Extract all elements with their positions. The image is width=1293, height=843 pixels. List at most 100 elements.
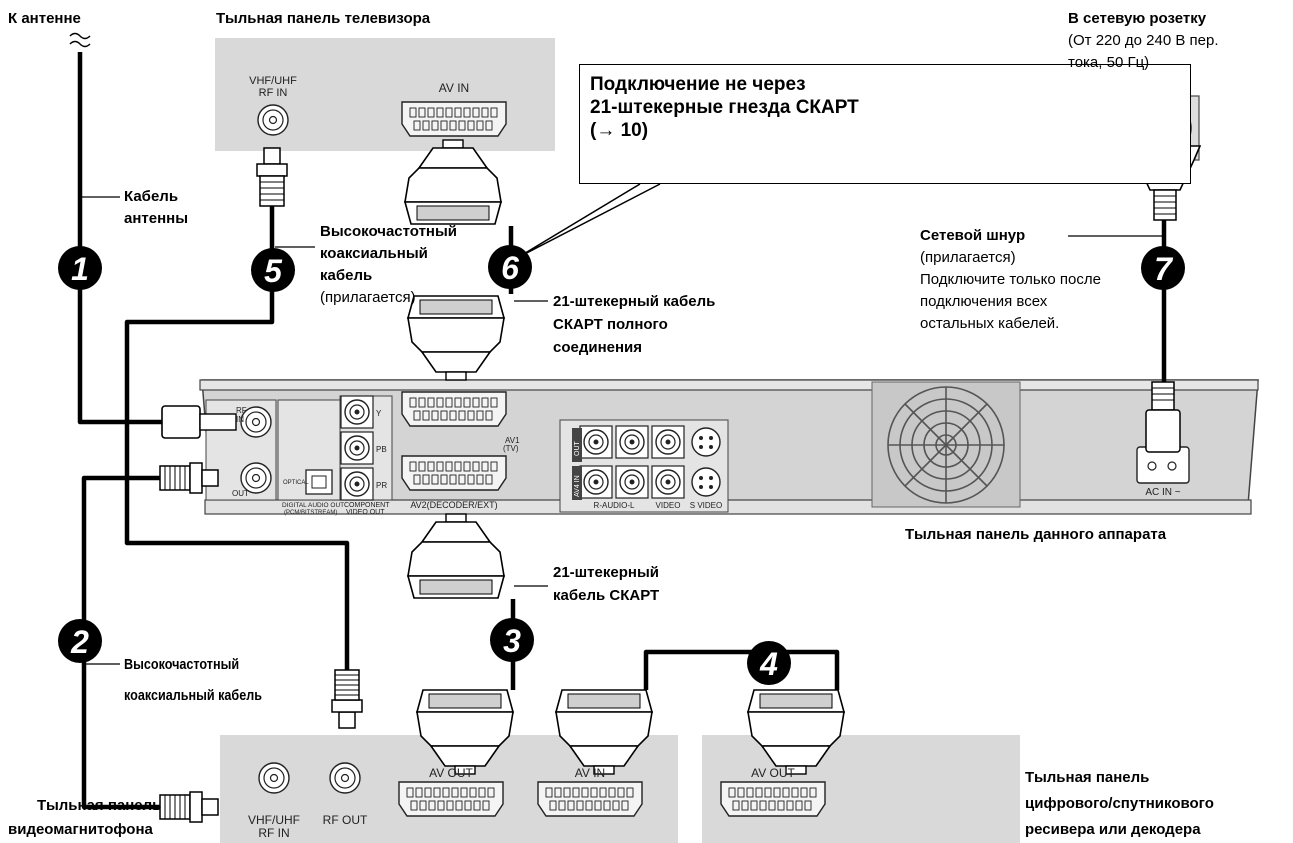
cord-label-2: (прилагается) [920,249,1016,266]
tv-av-in-label: AV IN [439,81,469,95]
tv-rf-in-jack[interactable] [257,104,289,136]
av1-tv-label: (TV) [503,444,519,453]
scart-3-label-1: 21-штекерный [553,564,659,581]
callout-line-2: 21-штекерные гнезда СКАРТ [590,97,859,118]
cable-5-rf [124,200,350,683]
ac-cord-plug [1145,381,1181,453]
digital-out-label: DIGITAL AUDIO OUT [282,502,344,509]
vcr-av-in-label: AV IN [575,766,605,780]
vcr-av-out-label: AV OUT [429,766,473,780]
step-badge-7: 7 [1141,246,1185,290]
mains-label-2: (От 220 до 240 В пер. [1068,32,1219,49]
scart-full-label-3: соединения [553,339,643,356]
optical-label: OPTICAL [283,480,309,486]
vcr-vhf-label: VHF/UHF [248,813,300,827]
rf-cable-5-label-3: кабель [320,267,373,284]
receiver-rear-label-3: ресивера или декодера [1025,821,1201,838]
component-y-jack[interactable] [340,395,374,429]
vcr-rf-out-jack[interactable] [329,762,361,794]
svg-text:4: 4 [759,646,778,682]
tv-rear-label: Тыльная панель телевизора [216,10,431,27]
svg-text:2: 2 [70,624,89,660]
video-label: VIDEO [656,501,681,510]
rf-cable-5-label-2: коаксиальный [320,245,428,262]
vcr-av-out-socket[interactable] [398,781,504,817]
step-badge-5: 5 [251,248,295,292]
svg-text:1: 1 [71,251,89,287]
vcr-rear-label-1: Тыльная панель [37,797,162,814]
cord-label-1: Сетевой шнур [920,227,1026,244]
vcr-rf-in-label: RF IN [258,826,289,840]
rf-cable-2-label-1: Высокочастотный [124,656,240,673]
scart-full-label-2: СКАРТ полного [553,316,668,333]
cord-label-3: Подключите только после [920,271,1101,288]
audio-label: R-AUDIO-L [594,501,635,510]
receiver-av-out-label: AV OUT [751,766,795,780]
out-video-jack[interactable] [651,425,685,459]
antenna-cable-label-1: Кабель [124,188,179,205]
step-badge-3: 3 [490,618,534,662]
to-antenna-label: К антенне [8,10,81,27]
s-video-in-jack[interactable] [691,467,721,497]
antenna-cable-label-2: антенны [124,210,189,227]
unit-av2-socket[interactable] [401,455,507,491]
mains-label-3: тока, 50 Гц) [1068,54,1150,71]
svg-text:6: 6 [501,250,519,286]
unit-av1-scart-plug [407,295,505,381]
ac-inlet[interactable] [1136,446,1190,484]
vcr-av-in-socket[interactable] [537,781,643,817]
svg-text:5: 5 [264,253,283,289]
mains-label-1: В сетевую розетку [1068,10,1207,27]
pb-label: PB [376,445,387,454]
av4-video-jack[interactable] [651,465,685,499]
av4-in-label: AV4 IN [574,475,581,497]
unit-av1-socket[interactable] [401,391,507,427]
step-badge-1: 1 [58,246,102,290]
scart-full-label-1: 21-штекерный кабель [553,293,716,310]
svideo-label: S VIDEO [690,501,722,510]
tv-vhf-label: VHF/UHF [249,75,297,87]
av4-audio-r-jack[interactable] [579,465,613,499]
tv-av-in-socket[interactable] [401,101,507,137]
antenna-plug [161,405,237,439]
out-audio-l-jack[interactable] [615,425,649,459]
cables [77,52,1167,810]
rf-label: RF [236,406,247,415]
pr-label: PR [376,481,387,490]
component-pr-jack[interactable] [340,467,374,501]
unit-av2-scart-plug [407,513,505,599]
y-label: Y [376,409,382,418]
component-label: COMPONENT [344,502,390,509]
svg-text:7: 7 [1154,251,1174,287]
vcr-rf-in-coax-plug [159,791,219,823]
out-audio-r-jack[interactable] [579,425,613,459]
callout-line-3: (→ 10) [590,120,649,141]
unit-rear-label: Тыльная панель данного аппарата [905,526,1167,543]
optical-port[interactable] [305,469,333,495]
component-pb-jack[interactable] [340,431,374,465]
receiver-av-out-socket[interactable] [720,781,826,817]
component-video-out-label: VIDEO OUT [346,509,385,516]
ac-in-label: AC IN ~ [1145,487,1180,498]
fan-grille [887,386,1005,504]
cable-4-scart [643,649,840,690]
callout-line-1: Подключение не через [590,74,806,95]
in-label: IN [236,415,244,424]
tv-rf-in-label: RF IN [259,87,288,99]
av4-audio-l-jack[interactable] [615,465,649,499]
s-video-out-jack[interactable] [691,427,721,457]
rf-cable-5-label-1: Высокочастотный [320,223,458,240]
vcr-rf-in-jack[interactable] [258,762,290,794]
tv-scart-plug [404,139,502,225]
callout-pointer [516,183,661,259]
pcm-label: (PCM/BITSTREAM) [284,510,337,516]
receiver-rear-label-2: цифрового/спутникового [1025,795,1214,812]
receiver-rear-label-1: Тыльная панель [1025,769,1150,786]
out-label: OUT [574,441,581,457]
out-rf-label: OUT [232,489,249,498]
vcr-rf-out-coax-plug [331,669,363,729]
av2-label: AV2(DECODER/EXT) [410,500,497,510]
rf-cable-2-label-2: коаксиальный кабель [124,687,262,704]
vcr-rear-label-2: видеомагнитофона [8,821,153,838]
scart-3-label-2: кабель СКАРТ [553,587,660,604]
